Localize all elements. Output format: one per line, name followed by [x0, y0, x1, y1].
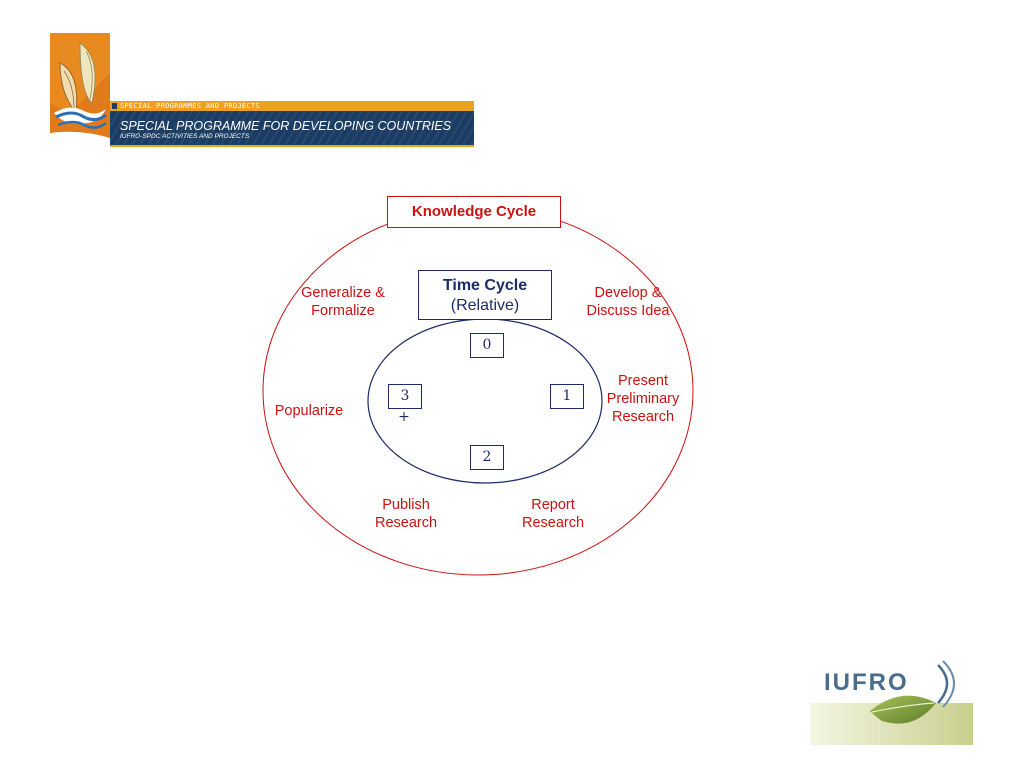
iufro-logo: IUFRO: [810, 660, 973, 745]
banner-bottom-line: [110, 145, 474, 147]
stage-publish-research: Publish Research: [374, 497, 438, 531]
time-step-0: 0: [470, 333, 504, 358]
stage-generalize-formalize: Generalize & Formalize: [301, 285, 385, 319]
banner-subtitle: IUFRO-SPDC ACTIVITIES AND PROJECTS: [120, 133, 250, 140]
header-banner: SPECIAL PROGRAMMES AND PROJECTS SPECIAL …: [110, 101, 474, 147]
banner-top-text: SPECIAL PROGRAMMES AND PROJECTS: [120, 102, 260, 110]
time-cycle-subtitle: (Relative): [450, 297, 520, 314]
banner-pattern: [110, 111, 474, 147]
stage-popularize: Popularize: [274, 403, 344, 419]
stage-present-preliminary-research: Present Preliminary Research: [606, 373, 680, 425]
spdc-emblem-icon: [50, 33, 110, 146]
time-step-3: 3: [388, 384, 422, 409]
time-cycle-title: Time Cycle: [442, 277, 528, 294]
knowledge-cycle-title: Knowledge Cycle: [387, 196, 561, 228]
time-step-2: 2: [470, 445, 504, 470]
stage-report-research: Report Research: [521, 497, 585, 531]
time-cycle-title-box: Time Cycle (Relative): [418, 270, 552, 320]
banner-marker-icon: [112, 103, 117, 109]
banner-title: SPECIAL PROGRAMME FOR DEVELOPING COUNTRI…: [120, 119, 452, 133]
time-step-1: 1: [550, 384, 584, 409]
stage-develop-discuss-idea: Develop & Discuss Idea: [586, 285, 670, 319]
iufro-logo-text: IUFRO: [824, 669, 909, 696]
time-step-3-plus: +: [398, 409, 410, 425]
banner-top-strip: SPECIAL PROGRAMMES AND PROJECTS: [110, 101, 474, 111]
